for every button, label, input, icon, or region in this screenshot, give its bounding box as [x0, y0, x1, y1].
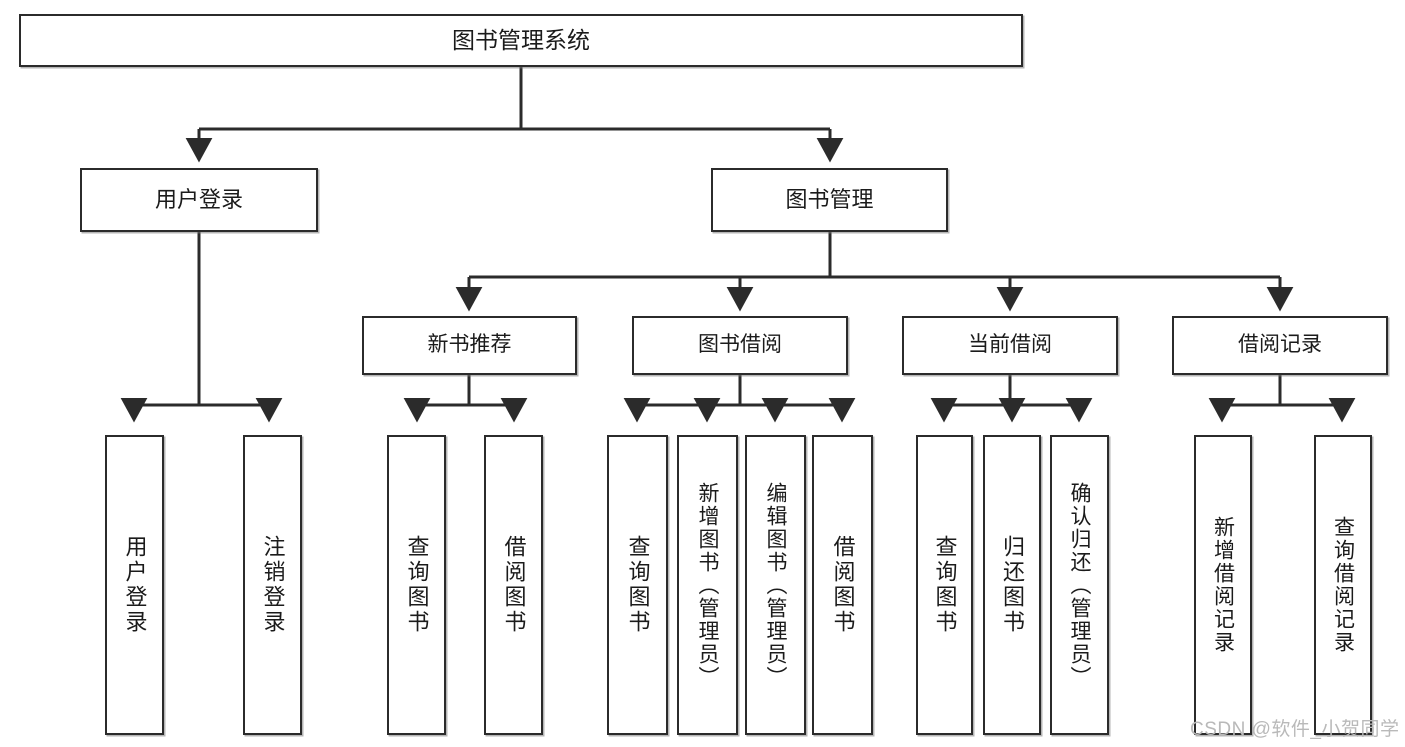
watermark: CSDN @软件_小贺同学	[1190, 719, 1400, 740]
node-book-borrow[interactable]: 图书借阅	[632, 316, 848, 375]
node-new-book-recommend[interactable]: 新书推荐	[362, 316, 577, 375]
leaf-add-book-admin[interactable]: 新增图书（管理员）	[677, 435, 738, 735]
node-label: 新书推荐	[427, 333, 512, 357]
node-label: 查询图书	[625, 535, 651, 635]
node-root-system[interactable]: 图书管理系统	[19, 14, 1023, 67]
node-label: 借阅图书	[501, 535, 527, 635]
node-label: 图书管理系统	[452, 26, 590, 53]
leaf-query-book-new[interactable]: 查询图书	[387, 435, 446, 735]
node-label: 确认归还（管理员）	[1068, 481, 1091, 689]
leaf-confirm-return-admin[interactable]: 确认归还（管理员）	[1050, 435, 1109, 735]
node-label: 用户登录	[122, 535, 148, 635]
node-label: 新增图书（管理员）	[696, 481, 719, 689]
leaf-borrow-book-new[interactable]: 借阅图书	[484, 435, 543, 735]
leaf-add-borrow-record[interactable]: 新增借阅记录	[1194, 435, 1252, 735]
leaf-borrow-book[interactable]: 借阅图书	[812, 435, 873, 735]
leaf-user-login[interactable]: 用户登录	[105, 435, 164, 735]
leaf-query-book-current[interactable]: 查询图书	[916, 435, 973, 735]
node-label: 用户登录	[154, 187, 243, 213]
node-current-borrow[interactable]: 当前借阅	[902, 316, 1118, 375]
node-label: 归还图书	[1000, 535, 1025, 635]
node-label: 查询借阅记录	[1331, 516, 1355, 654]
leaf-user-logout[interactable]: 注销登录	[243, 435, 302, 735]
node-label: 新增借阅记录	[1211, 516, 1235, 654]
node-book-management[interactable]: 图书管理	[711, 168, 948, 232]
leaf-query-book-borrow[interactable]: 查询图书	[607, 435, 668, 735]
leaf-query-borrow-record[interactable]: 查询借阅记录	[1314, 435, 1372, 735]
leaf-return-book[interactable]: 归还图书	[983, 435, 1041, 735]
node-label: 借阅记录	[1238, 333, 1322, 357]
node-label: 查询图书	[932, 535, 958, 635]
node-label: 编辑图书（管理员）	[764, 481, 787, 689]
node-label: 当前借阅	[968, 333, 1052, 357]
node-borrow-records[interactable]: 借阅记录	[1172, 316, 1388, 375]
leaf-edit-book-admin[interactable]: 编辑图书（管理员）	[745, 435, 806, 735]
node-user-login[interactable]: 用户登录	[80, 168, 318, 232]
node-label: 注销登录	[260, 535, 286, 635]
node-label: 借阅图书	[830, 535, 856, 635]
node-label: 图书借阅	[698, 333, 782, 357]
node-label: 查询图书	[404, 535, 430, 635]
node-label: 图书管理	[785, 187, 874, 213]
